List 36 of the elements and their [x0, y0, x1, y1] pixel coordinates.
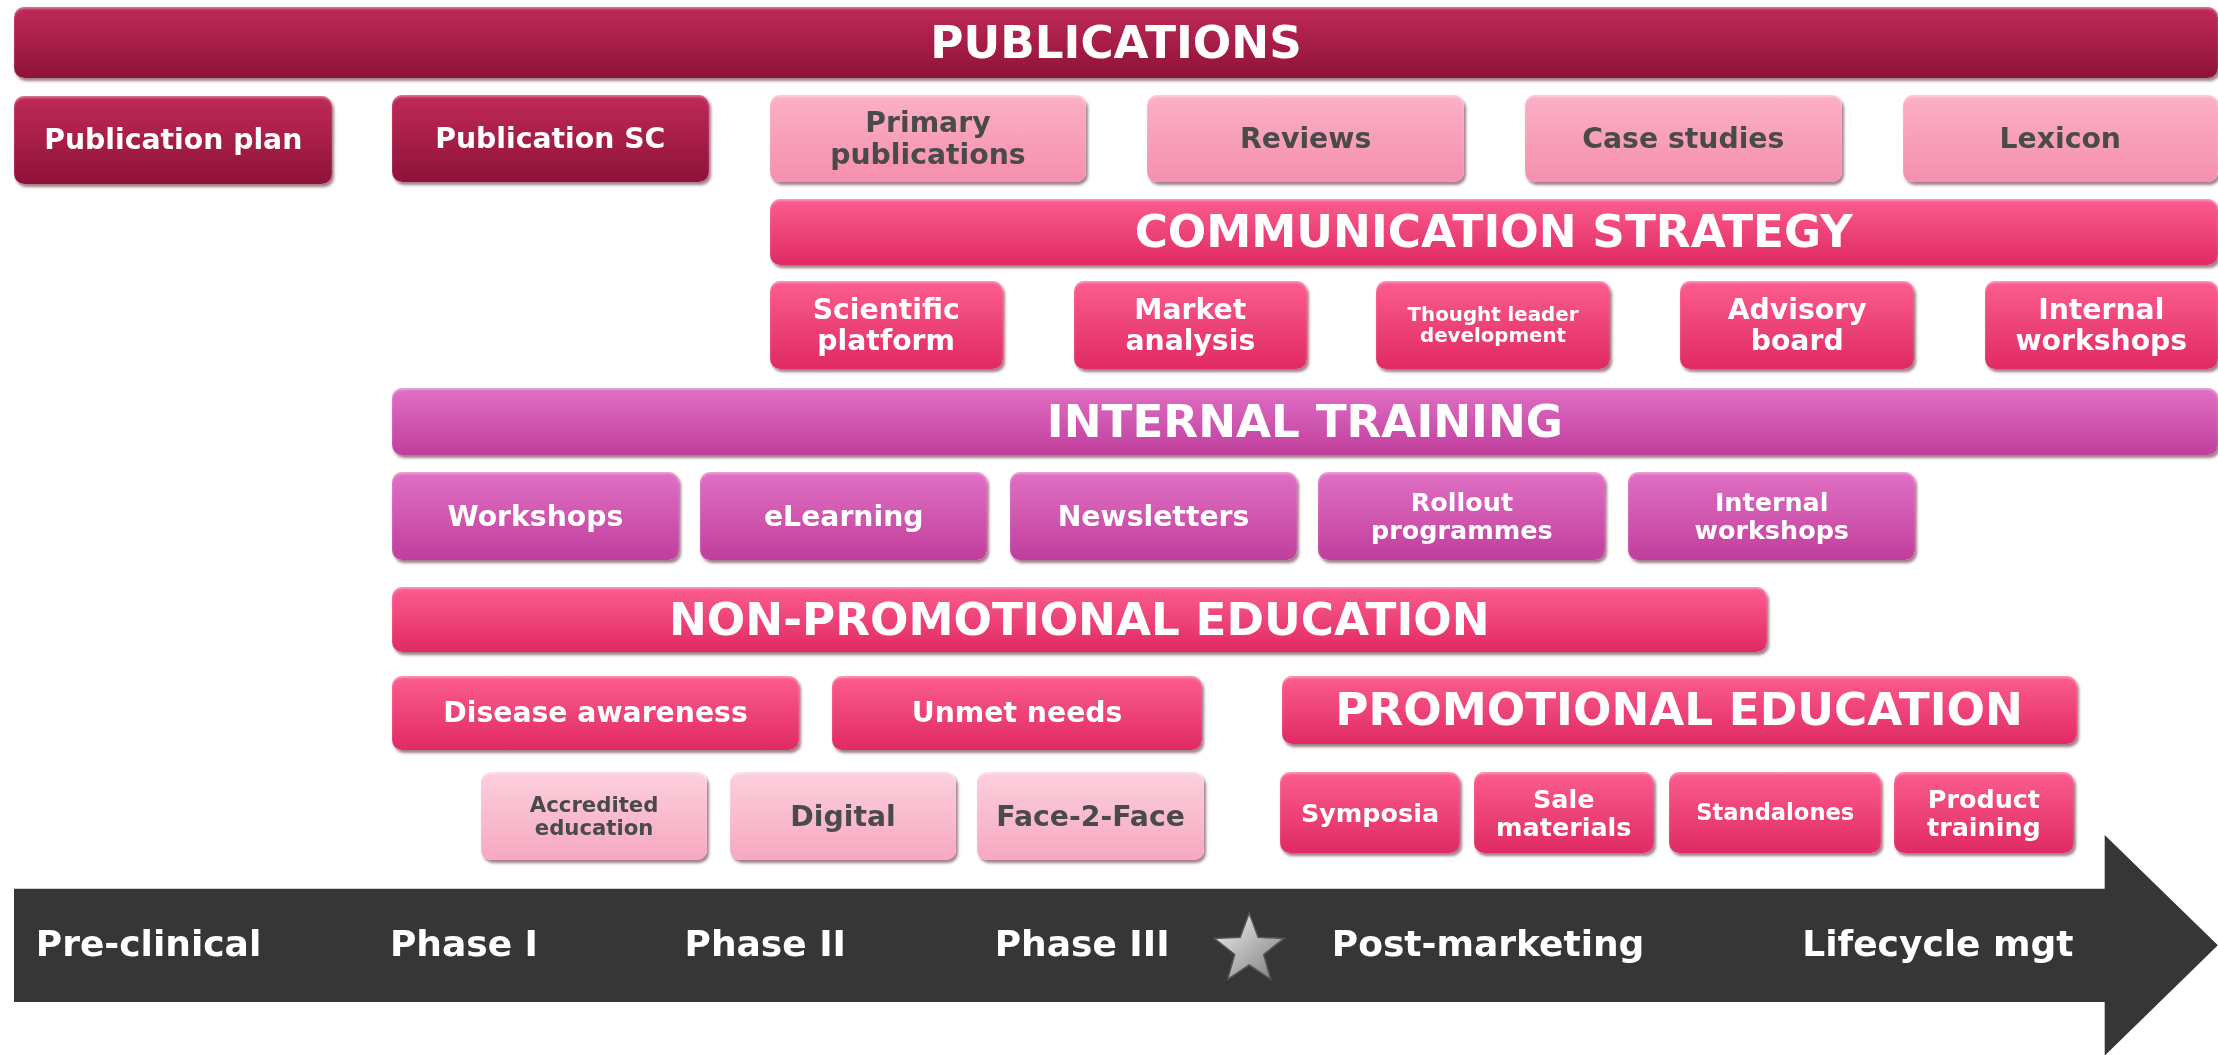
topic-box: Internal workshops: [1984, 281, 2218, 370]
phase-label: Lifecycle mgt: [1802, 923, 2074, 964]
topic-box: Publication plan: [14, 96, 333, 184]
topic-box: Lexicon: [1902, 94, 2218, 183]
topic-box: Advisory board: [1680, 281, 1914, 370]
topic-box: Sale materials: [1473, 772, 1654, 853]
topic-box: Thought leader development: [1376, 281, 1610, 370]
phase-label: Post-marketing: [1331, 923, 1645, 964]
phase-label: Phase I: [389, 923, 538, 964]
topic-box: Primary publications: [769, 94, 1087, 183]
topic-box: Product training: [1894, 772, 2074, 853]
topic-box: Symposia: [1280, 772, 1460, 853]
topic-box: Newsletters: [1009, 472, 1298, 561]
topic-box: Accredited education: [480, 772, 708, 860]
topic-box: Internal workshops: [1628, 472, 1916, 561]
topic-box: Market analysis: [1073, 281, 1307, 370]
topic-box: Digital: [729, 772, 957, 860]
topic-box: Workshops: [391, 472, 679, 561]
section-banner: INTERNAL TRAINING: [391, 387, 2218, 456]
topic-box: Disease awareness: [391, 676, 800, 750]
phase-label: Phase III: [994, 923, 1170, 964]
section-banner: PROMOTIONAL EDUCATION: [1281, 676, 2077, 745]
topic-box: Reviews: [1147, 94, 1465, 183]
topic-box: eLearning: [700, 472, 988, 561]
phase-label: Phase II: [684, 923, 846, 964]
topic-box: Face-2-Face: [977, 772, 1204, 860]
phase-label: Pre-clinical: [35, 923, 262, 964]
topic-box: Scientific platform: [769, 281, 1003, 370]
topic-box: Case studies: [1524, 94, 1842, 183]
topic-box: Unmet needs: [831, 676, 1203, 750]
topic-box: Rollout programmes: [1318, 472, 1606, 561]
section-banner: PUBLICATIONS: [14, 7, 2218, 78]
section-banner: NON-PROMOTIONAL EDUCATION: [391, 587, 1767, 653]
topic-box: Publication SC: [391, 94, 709, 183]
section-banner: COMMUNICATION STRATEGY: [769, 199, 2218, 265]
topic-box: Standalones: [1669, 772, 1882, 853]
